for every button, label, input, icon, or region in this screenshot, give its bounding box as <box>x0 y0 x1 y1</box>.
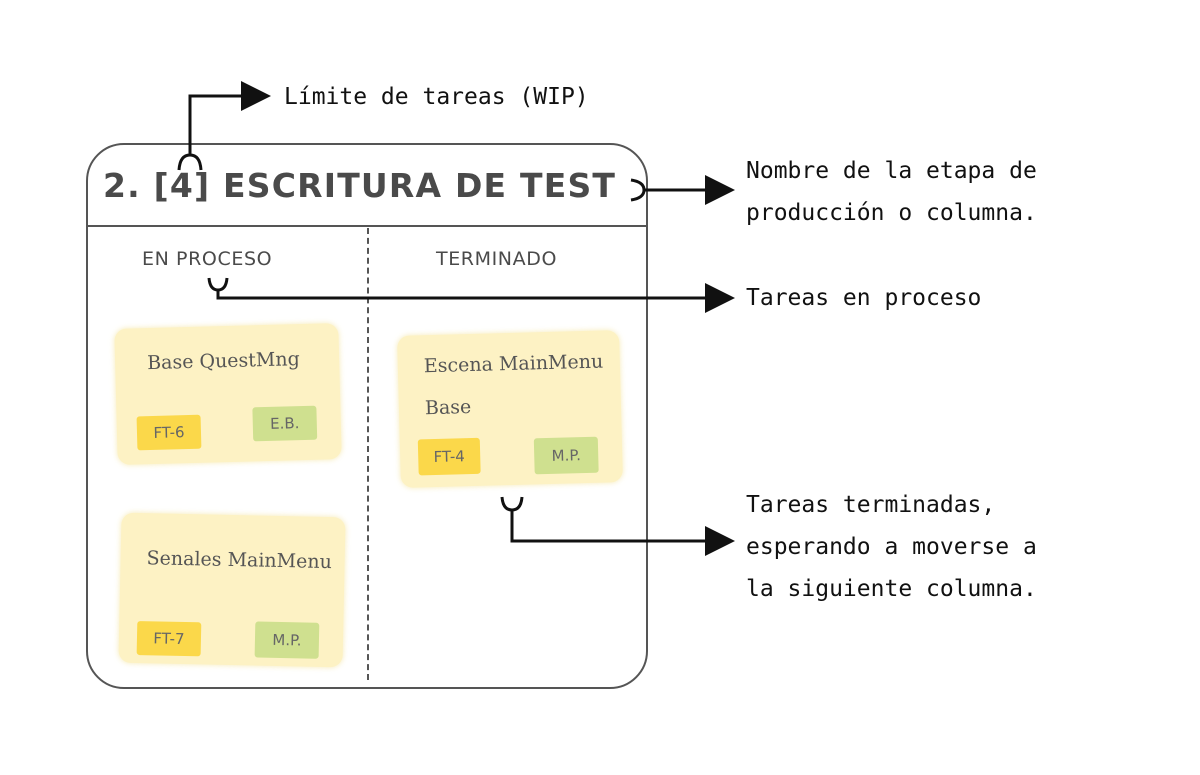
wip-bracket <box>177 153 203 171</box>
column-divider <box>367 228 369 680</box>
stage-title: 2. [4] ESCRITURA DE TEST <box>103 166 617 205</box>
done-arrow <box>510 510 735 556</box>
annotation-done-line2: esperando a moverse a <box>746 534 1037 560</box>
column-title-in-process: EN PROCESO <box>142 248 273 270</box>
done-bracket <box>500 496 524 512</box>
in-process-bracket <box>207 277 229 292</box>
column-title-done: TERMINADO <box>436 248 558 270</box>
annotation-done-line1: Tareas terminadas, <box>746 492 996 518</box>
wip-arrow <box>188 81 271 155</box>
annotation-stage-name-line2: producción o columna. <box>746 200 1037 226</box>
annotation-stage-name-line1: Nombre de la etapa de <box>746 158 1037 184</box>
annotation-done-line3: la siguiente columna. <box>746 576 1037 602</box>
in-process-arrow <box>216 283 735 313</box>
stage-name-bracket <box>630 178 646 202</box>
header-divider <box>87 225 647 227</box>
kanban-column-board <box>86 143 648 689</box>
annotation-in-process: Tareas en proceso <box>746 285 982 311</box>
annotation-wip: Límite de tareas (WIP) <box>284 84 589 110</box>
